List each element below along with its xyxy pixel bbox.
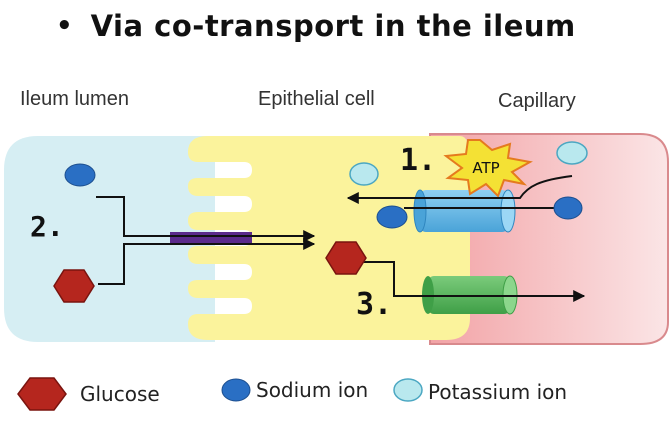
label-ileum-lumen: Ileum lumen [20,88,129,110]
pump-arrows [346,175,580,214]
atp-label: ATP [472,159,499,177]
slide-title-row: • Via co-transport in the ileum [56,6,576,46]
sodium-potassium-pump [413,189,516,233]
label-capillary: Capillary [498,90,576,112]
sodium-ion [376,205,408,229]
potassium-ion [556,141,588,165]
step-3-label: 3. [356,287,392,322]
legend-glucose-icon [17,377,67,411]
legend-potassium-icon [393,378,423,402]
atp-burst-icon [443,139,533,198]
step-2-label: 2. [30,210,64,243]
sodium-ion [553,196,583,220]
bullet-point: • [56,11,73,41]
step-1-label: 1. [400,143,436,178]
legend-sodium-label: Sodium ion [256,378,369,402]
potassium-ion [349,162,379,186]
legend-sodium-icon [221,378,251,402]
glucose-exit-arrow [362,261,586,302]
slide-title: Via co-transport in the ileum [90,9,576,43]
glucose-molecule [325,241,367,275]
glucose-molecule [53,269,95,303]
cotransport-arrows [96,196,316,285]
legend-potassium-label: Potassium ion [428,380,568,404]
sodium-ion [64,163,96,187]
legend-glucose-label: Glucose [80,382,160,406]
label-epithelial-cell: Epithelial cell [258,88,375,110]
epithelial-cell-region [188,136,470,340]
